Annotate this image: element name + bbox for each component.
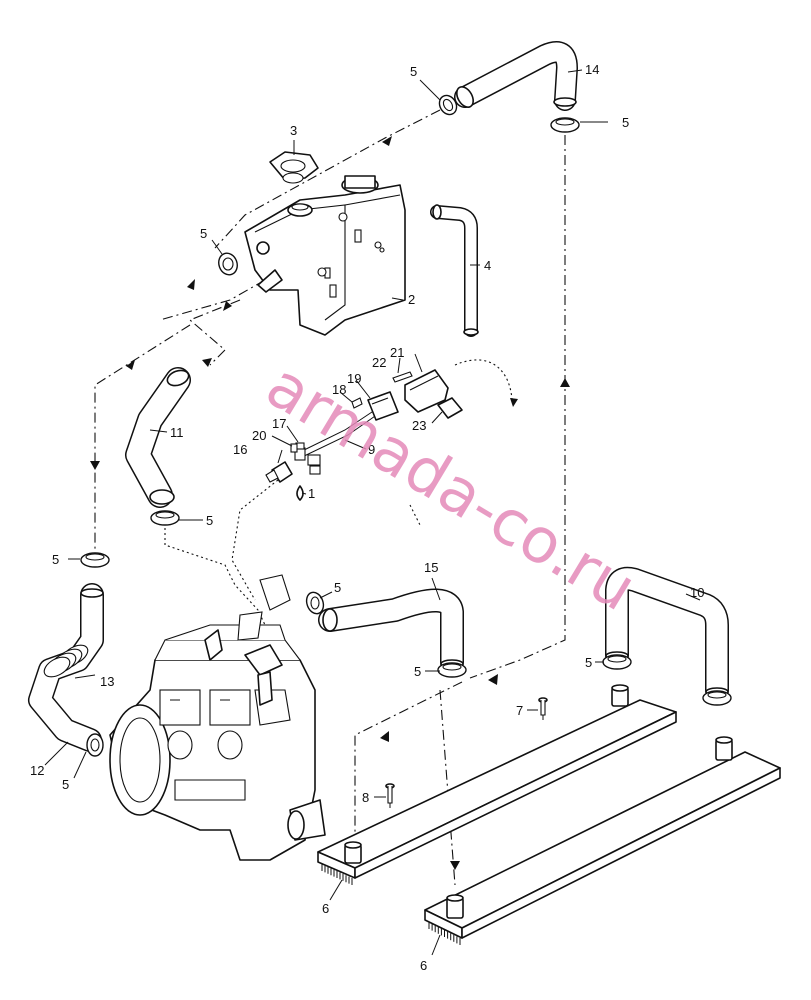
connector-housing-21 <box>404 369 449 413</box>
coolant-tank <box>244 175 406 336</box>
callout-16: 16 <box>233 442 247 457</box>
callout-5: 5 <box>622 115 629 130</box>
hose-4 <box>430 204 479 337</box>
callout-12: 12 <box>30 763 44 778</box>
clamp-5-hose10-left <box>602 654 632 670</box>
callout-3: 3 <box>290 123 297 138</box>
bellows-section <box>43 644 89 678</box>
callout-11: 11 <box>170 425 184 440</box>
fins-upper <box>321 864 353 885</box>
wiring-harness-9 <box>294 409 379 475</box>
leader-lines <box>44 69 701 956</box>
engine <box>109 574 326 861</box>
callout-9: 9 <box>368 442 375 457</box>
coolant-flow-lines <box>90 109 570 886</box>
callout-10: 10 <box>690 585 704 600</box>
hose-11 <box>125 367 191 508</box>
callout-5: 5 <box>414 664 421 679</box>
clamp-5-tank <box>218 252 238 276</box>
clamp-5-top-right-hose14 <box>550 117 580 133</box>
callout-20: 20 <box>252 428 266 443</box>
terminal-18 <box>351 397 363 409</box>
callout-5: 5 <box>585 655 592 670</box>
callout-8: 8 <box>362 790 369 805</box>
screw-7 <box>538 697 548 720</box>
clamp-5-hose15-bottom <box>437 662 467 678</box>
callout-4: 4 <box>484 258 491 273</box>
clamp-5-hose10-right <box>702 690 732 706</box>
callout-labels: 5 14 5 3 5 4 2 21 22 19 18 23 17 20 9 16… <box>30 62 704 973</box>
clip-22 <box>392 371 413 383</box>
fins-lower <box>428 922 461 945</box>
callout-2: 2 <box>408 292 415 307</box>
screw-8 <box>385 783 395 808</box>
clamp-5-hose13-top <box>80 552 110 568</box>
connector-19 <box>367 391 399 421</box>
callout-5: 5 <box>410 64 417 79</box>
callout-14: 14 <box>585 62 599 77</box>
heat-exchanger-lower <box>424 736 781 945</box>
callout-5: 5 <box>62 777 69 792</box>
clamp-5-hose12-bottom <box>86 733 104 757</box>
callout-6: 6 <box>322 901 329 916</box>
callout-5: 5 <box>200 226 207 241</box>
callout-15: 15 <box>424 560 438 575</box>
pressure-cap <box>269 151 319 184</box>
hose-14 <box>454 41 578 111</box>
clamp-5-hose11 <box>150 510 180 526</box>
temperature-sensor-16 <box>265 461 293 483</box>
callout-21: 21 <box>390 345 404 360</box>
callout-13: 13 <box>100 674 114 689</box>
hose-15 <box>318 588 464 674</box>
callout-5: 5 <box>52 552 59 567</box>
callout-22: 22 <box>372 355 386 370</box>
clamp-5-top-left-hose14 <box>438 94 458 116</box>
connector-20 <box>290 443 298 453</box>
heat-exchanger-upper <box>317 684 677 885</box>
callout-5: 5 <box>206 513 213 528</box>
callout-19: 19 <box>347 371 361 386</box>
callout-18: 18 <box>332 382 346 397</box>
callout-17: 17 <box>272 416 286 431</box>
callout-6: 6 <box>420 958 427 973</box>
boot-23 <box>437 397 463 419</box>
callout-7: 7 <box>516 703 523 718</box>
hose-clamps <box>80 94 732 757</box>
hose-12-13 <box>28 583 104 752</box>
callout-23: 23 <box>412 418 426 433</box>
callout-1: 1 <box>308 486 315 501</box>
drop-1 <box>296 485 304 501</box>
clamp-5-hose15-left <box>305 591 325 615</box>
callout-5: 5 <box>334 580 341 595</box>
